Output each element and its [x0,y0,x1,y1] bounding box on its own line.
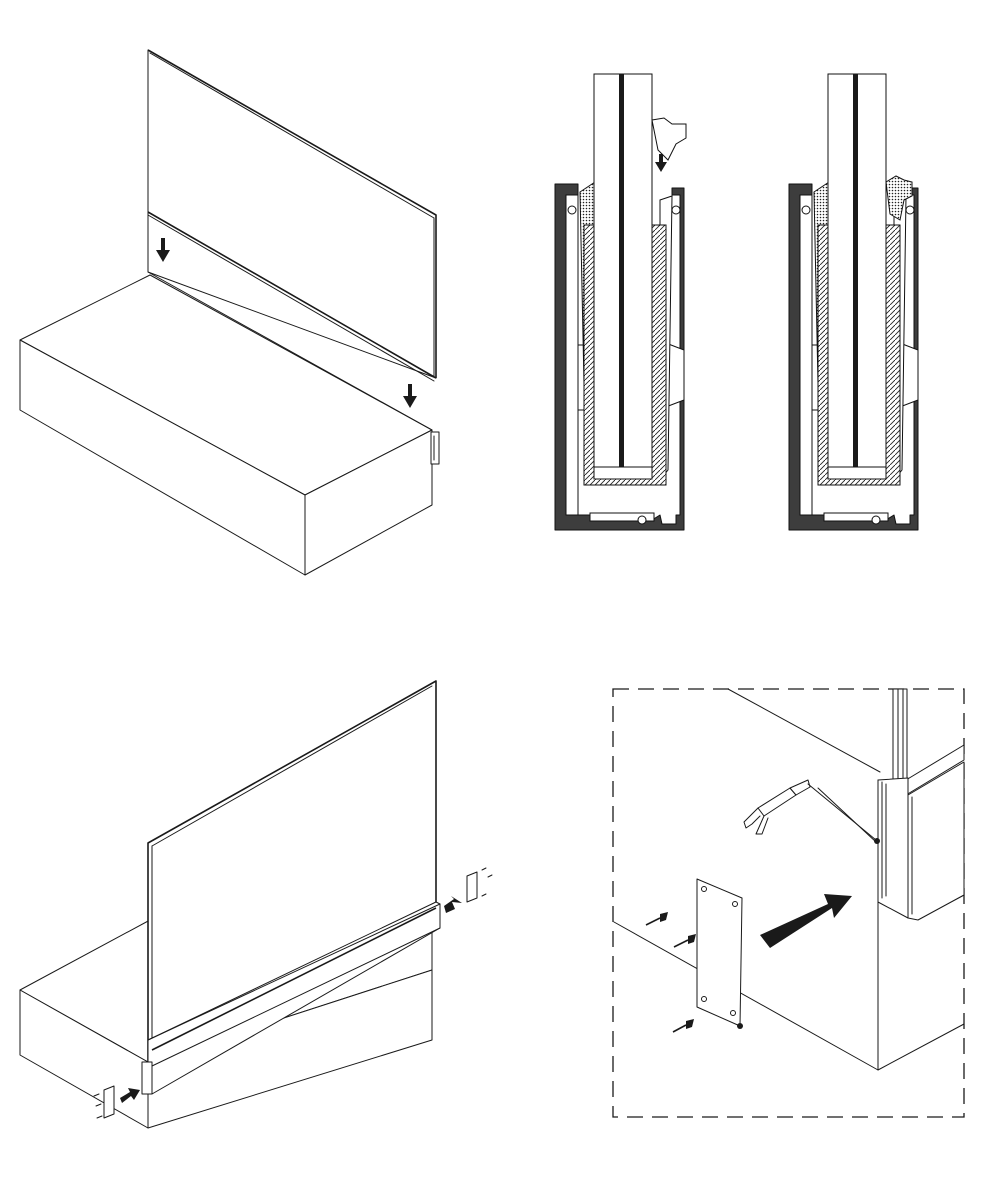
down-arrow-icon [403,384,417,408]
down-arrow-icon [156,238,170,262]
wedge-gasket [885,175,913,221]
base-profile [141,901,441,1095]
wedge-gasket [651,117,687,161]
sealant-gun-icon [743,779,880,844]
panel-end-cap-detail [612,688,965,1118]
end-cap-right [444,867,493,913]
panel-glass-lowering [19,49,440,576]
profile-section-after [788,73,919,531]
end-cap-plate [696,878,743,1029]
profile-section-before [554,73,687,531]
base-profile-end [430,431,440,465]
arrow-right-icon [120,1088,140,1103]
insert-arrow-icon [760,894,852,948]
screw-icon [672,1019,694,1033]
glass-panel [147,49,437,431]
panel-end-caps [19,680,493,1129]
panel-cross-sections [554,73,919,531]
down-arrow-icon [655,162,667,172]
screw-icon [645,912,668,926]
arrow-left-icon [444,896,462,913]
detail-frame [612,688,965,1118]
glass-panel-edge [877,688,965,921]
base-block [19,274,433,576]
end-cap-left [93,1085,140,1119]
screw-icon [673,934,696,948]
